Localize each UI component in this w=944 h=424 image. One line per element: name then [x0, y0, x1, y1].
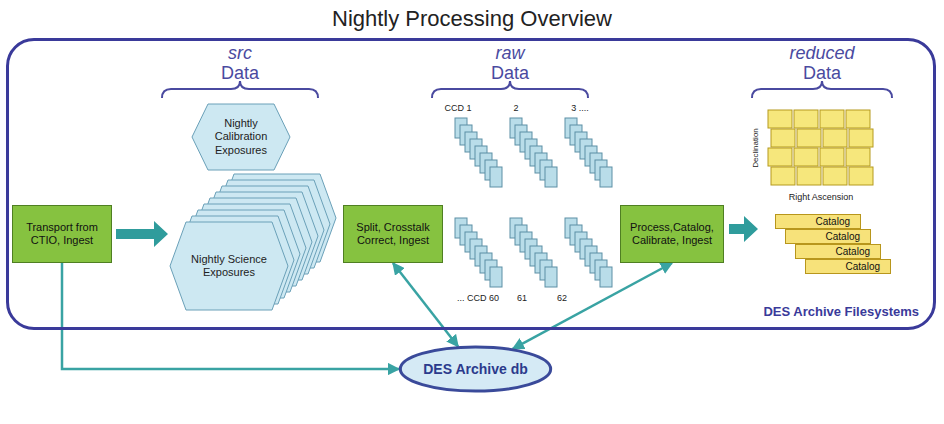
sky-tile	[849, 129, 873, 147]
ccd-label: Right Ascension	[789, 193, 854, 203]
process-box: Split, Crosstalk Correct, Ingest	[343, 205, 443, 263]
column-heading: Data	[491, 64, 529, 84]
bracket	[752, 81, 892, 98]
node-label: Process,Catalog, Calibrate, Ingest	[625, 221, 719, 247]
flow-arrow	[729, 216, 758, 242]
sky-tile	[820, 148, 844, 166]
exposure-hexagon: Nightly Science Exposures	[170, 222, 288, 310]
node-label: Catalog	[846, 262, 880, 272]
sky-tile	[794, 110, 818, 128]
catalog-box: Catalog	[785, 229, 871, 244]
sky-tile	[823, 129, 847, 147]
sky-tile	[797, 167, 821, 185]
archive-region: DES Archive Filesystems Transport from CT…	[6, 38, 936, 330]
ccd-label: 61	[517, 294, 527, 304]
ccd-label: CCD 1	[444, 104, 471, 114]
sky-tile	[849, 167, 873, 185]
node-label: Catalog	[826, 232, 860, 242]
sky-tile	[846, 148, 870, 166]
sky-tile	[794, 148, 818, 166]
catalog-box: Catalog	[775, 214, 861, 229]
column-heading: Data	[803, 64, 841, 84]
column-heading: src	[228, 44, 252, 64]
sky-tiles	[768, 110, 873, 185]
ccd-frame	[490, 167, 502, 187]
hexagon-shape	[170, 222, 288, 310]
ccd-frame	[545, 167, 557, 187]
ccd-frame	[600, 167, 612, 187]
ccd-label: ... CCD 60	[457, 294, 499, 304]
ccd-label: 2	[513, 104, 518, 114]
region-label: DES Archive Filesystems	[763, 304, 919, 319]
sky-tile	[771, 129, 795, 147]
node-label: Split, Crosstalk Correct, Ingest	[348, 221, 438, 247]
sky-tile	[768, 148, 792, 166]
column-heading: Data	[221, 64, 259, 84]
column-heading: raw	[495, 44, 524, 64]
column-heading: reduced	[789, 44, 854, 64]
bracket	[162, 81, 318, 98]
ccd-frame	[545, 267, 557, 287]
connector	[393, 263, 458, 347]
ccd-label: 3 ....	[571, 104, 589, 114]
connector	[513, 263, 672, 349]
sky-tile	[797, 129, 821, 147]
sky-tile	[846, 110, 870, 128]
node-label: Catalog	[816, 217, 850, 227]
catalog-box: Catalog	[805, 259, 891, 274]
sky-tile	[768, 110, 792, 128]
hexagon-shape	[192, 104, 290, 170]
diagram-title: Nightly Processing Overview	[0, 6, 944, 32]
axis-label: Declination	[752, 128, 761, 168]
catalog-box: Catalog	[795, 244, 881, 259]
ccd-frame	[490, 267, 502, 287]
node-label: DES Archive db	[423, 361, 528, 377]
exposure-hexagon: Nightly Calibration Exposures	[192, 104, 290, 170]
ccd-label: 62	[557, 294, 567, 304]
bracket	[432, 81, 588, 98]
node-label: Catalog	[836, 247, 870, 257]
sky-tile	[823, 167, 847, 185]
node-label: Transport from CTIO, Ingest	[17, 221, 107, 247]
sky-tile	[820, 110, 844, 128]
ccd-frame	[600, 267, 612, 287]
database-ellipse: DES Archive db	[398, 345, 553, 393]
ccd-stacks	[455, 118, 612, 287]
flow-arrow	[116, 221, 168, 247]
sky-tile	[771, 167, 795, 185]
node-label: Nightly Calibration Exposures	[208, 117, 274, 157]
ellipse-shape	[400, 347, 550, 391]
process-box: Process,Catalog, Calibrate, Ingest	[620, 205, 724, 263]
node-label: Nightly Science Exposures	[186, 253, 272, 279]
process-box: Transport from CTIO, Ingest	[12, 205, 112, 263]
